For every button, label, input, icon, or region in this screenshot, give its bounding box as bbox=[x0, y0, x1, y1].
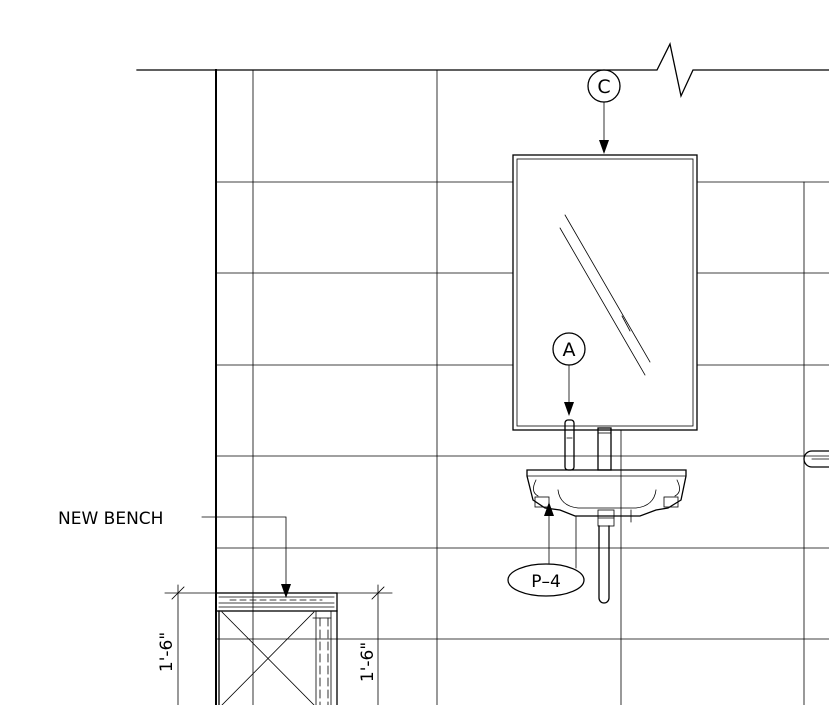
tile-grid bbox=[215, 69, 829, 705]
callout-a-label: A bbox=[563, 339, 576, 361]
arrowhead-icon bbox=[544, 502, 554, 516]
mirror bbox=[512, 154, 698, 431]
arrowhead-icon bbox=[599, 140, 609, 154]
callout-c-label: C bbox=[597, 76, 610, 98]
new-bench-callout: NEW BENCH bbox=[58, 509, 291, 598]
callout-c: C bbox=[587, 69, 621, 154]
arrowhead-icon bbox=[564, 402, 574, 416]
dimension-left-label: 1'-6" bbox=[157, 632, 177, 672]
bench bbox=[215, 592, 338, 705]
dimension-right-label: 1'-6" bbox=[358, 642, 378, 682]
dimension-left: 1'-6" bbox=[157, 584, 217, 705]
callout-a: A bbox=[552, 332, 586, 416]
faucet bbox=[564, 419, 612, 471]
dimension-right: 1'-6" bbox=[336, 584, 393, 705]
ceiling-line bbox=[136, 42, 829, 99]
grab-bar-icon bbox=[803, 450, 829, 468]
callout-p4-label: P–4 bbox=[531, 572, 561, 592]
arrowhead-icon bbox=[281, 584, 291, 598]
drain-pipe bbox=[598, 525, 610, 604]
callout-p4: P–4 bbox=[507, 502, 585, 597]
new-bench-label: NEW BENCH bbox=[58, 509, 163, 529]
lavatory-sink bbox=[526, 469, 687, 527]
